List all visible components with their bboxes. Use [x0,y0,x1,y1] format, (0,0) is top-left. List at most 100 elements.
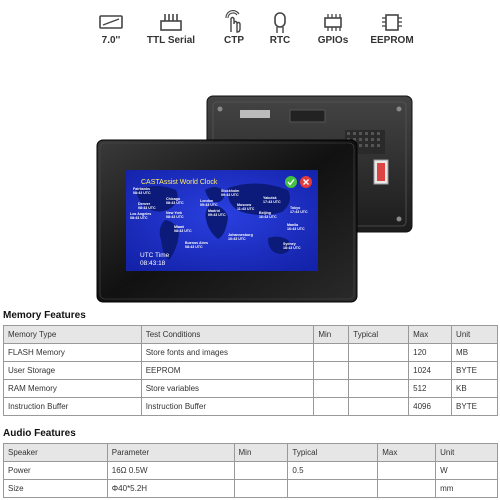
table-cell [233,461,289,480]
column-header: Max [377,443,437,462]
confirm-icon [285,176,297,188]
table-cell [377,461,437,480]
city-time: 08:43 UTC [166,215,184,219]
table-cell: 1024 [408,361,453,380]
feature-label: EEPROM [370,35,414,46]
city-time: 08:43 UTC [185,245,203,249]
city-name: Stockholm [221,189,239,193]
column-header: Min [313,325,350,344]
screen-buttons [285,176,312,188]
feature-label: CTP [224,35,244,46]
city-name: Tokyo [290,206,301,210]
screen-size-icon [99,15,123,29]
feature-ctp: CTP [214,8,254,48]
memory-features-title: Memory Features [3,310,86,321]
table-cell: mm [435,479,498,498]
table-cell: BYTE [451,397,498,416]
screen-title: CASTAssist World Clock [141,179,218,186]
city-name: Johannesburg [228,233,253,237]
city-time: 08:43 UTC [174,229,192,233]
table-row: User Storage EEPROM 1024 BYTE [3,361,498,380]
feature-label: RTC [269,35,291,46]
touch-hand-icon [225,10,241,33]
audio-features-table: Speaker Parameter Min Typical Max Unit P… [3,443,498,498]
city-time: 09:43 UTC [200,203,218,207]
column-header: Test Conditions [140,325,315,344]
column-header: Min [233,443,289,462]
table-header-row: Speaker Parameter Min Typical Max Unit [3,443,498,462]
table-cell: Store fonts and images [140,343,315,362]
feature-gpios: GPIOs [310,8,356,48]
table-cell [348,343,410,362]
table-cell: Store variables [140,379,315,398]
table-cell [313,343,350,362]
table-header-row: Memory Type Test Conditions Min Typical … [3,325,498,344]
column-header: Typical [287,443,379,462]
table-row: Instruction Buffer Instruction Buffer 40… [3,397,498,416]
product-photo: CASTAssist World Clock Fairbanks 08:43 U… [96,95,413,303]
gpio-chip-icon [324,14,342,31]
table-row: Power 16Ω 0.5W 0.5 W [3,461,498,480]
table-cell: Φ40*5.2H [106,479,235,498]
clock-crystal-icon [274,12,286,33]
city-name: London [200,199,213,203]
column-header: Unit [435,443,498,462]
feature-label: GPIOs [317,35,349,46]
city-time: 16:43 UTC [259,215,277,219]
city-time: 10:43 UTC [228,237,246,241]
table-row: FLASH Memory Store fonts and images 120 … [3,343,498,362]
utc-time: 08:43:18 [140,260,166,267]
city-time: 11:43 UTC [237,207,255,211]
city-time: 16:43 UTC [287,227,305,231]
feature-icons: 7.0'' TTL Serial CTP RTC [90,8,420,48]
city-time: 18:43 UTC [283,246,301,250]
table-row: RAM Memory Store variables 512 KB [3,379,498,398]
column-header: Memory Type [3,325,142,344]
city-name: Manila [287,223,299,227]
table-cell [348,397,410,416]
table-cell [233,479,289,498]
table-cell: 4096 [408,397,453,416]
table-cell [313,379,350,398]
table-cell [287,479,379,498]
city-name: Moscow [237,203,251,207]
table-cell: RAM Memory [3,379,142,398]
table-cell: Instruction Buffer [140,397,315,416]
city-name: Beijing [259,211,271,215]
table-cell: BYTE [451,361,498,380]
table-row: Size Φ40*5.2H mm [3,479,498,498]
feature-rtc: RTC [260,8,300,48]
city-time: 17:43 UTC [290,210,308,214]
table-cell: Instruction Buffer [3,397,142,416]
city-name: Yakutsk [263,196,277,200]
column-header: Typical [348,325,410,344]
feature-label: 7.0'' [101,35,121,46]
column-header: Parameter [106,443,235,462]
table-cell: Size [3,479,108,498]
city-name: Miami [174,225,184,229]
table-cell [348,361,410,380]
table-cell [313,397,350,416]
table-cell [377,479,437,498]
city-name: Denver [138,202,151,206]
city-name: New York [166,211,182,215]
table-cell: KB [451,379,498,398]
table-cell: 0.5 [287,461,379,480]
table-cell: FLASH Memory [3,343,142,362]
city-name: Sydney [283,242,296,246]
city-time: 17:43 UTC [263,200,281,204]
audio-features-title: Audio Features [3,428,76,439]
city-time: 09:43 UTC [208,213,226,217]
column-header: Speaker [3,443,108,462]
world-map [136,183,291,260]
serial-port-icon [160,14,182,31]
table-cell: MB [451,343,498,362]
feature-ttl-serial: TTL Serial [142,8,200,48]
city-time: 09:43 UTC [221,193,239,197]
city-name: Chicago [166,197,181,201]
table-cell: Power [3,461,108,480]
front-display [96,139,358,303]
city-time: 08:43 UTC [130,216,148,220]
column-header: Unit [451,325,498,344]
memory-features-table: Memory Type Test Conditions Min Typical … [3,325,498,416]
